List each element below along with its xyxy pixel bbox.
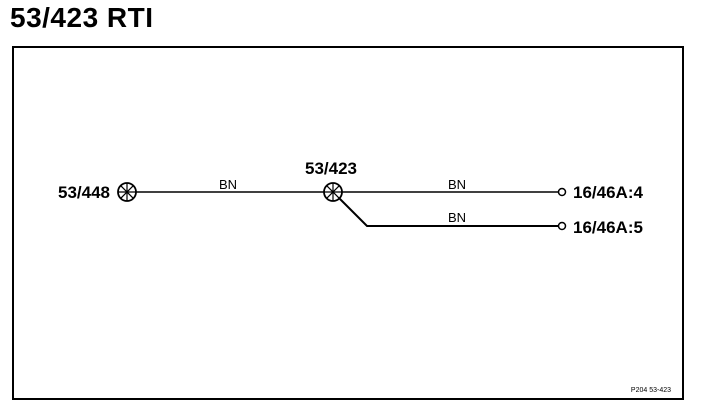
terminal-circle-bottom (557, 221, 567, 231)
label-16-46a-5: 16/46A:5 (573, 218, 643, 237)
label-53-423: 53/423 (305, 159, 357, 178)
label-53-448: 53/448 (58, 183, 110, 202)
page-title: 53/423 RTI (10, 2, 154, 33)
wire-color-bottom-right: BN (448, 210, 466, 225)
label-16-46a-4: 16/46A:4 (573, 183, 643, 202)
diagram-frame (12, 46, 684, 400)
terminal-circle-top (557, 187, 567, 197)
connector-symbol-53-423 (323, 182, 343, 202)
connector-symbol-53-448 (117, 182, 137, 202)
wire-color-left: BN (219, 177, 237, 192)
reference-code: P204 53-423 (631, 387, 671, 394)
wire-color-top-right: BN (448, 177, 466, 192)
wire-bottom-right (338, 197, 558, 227)
